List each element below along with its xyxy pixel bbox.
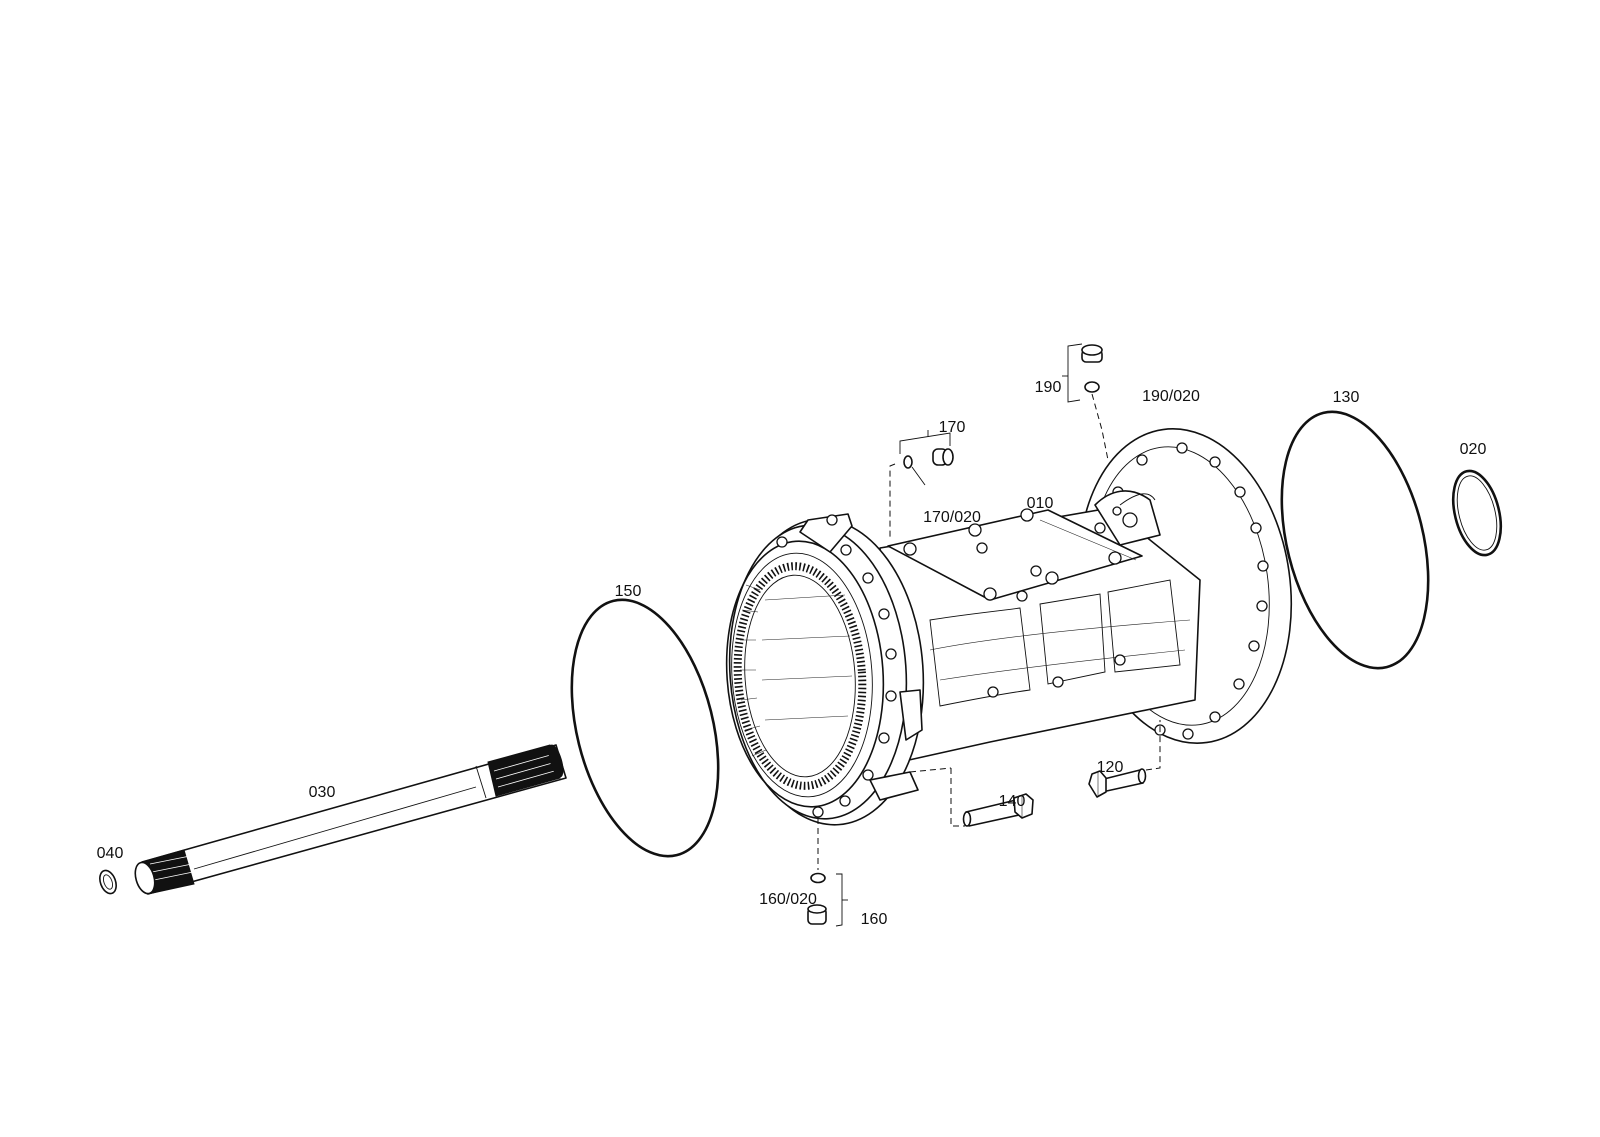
label-190-020: 190/020 bbox=[1142, 388, 1200, 405]
part-040-washer bbox=[99, 869, 117, 895]
part-010-axle-housing bbox=[725, 428, 1293, 826]
part-030-axle-shaft bbox=[134, 744, 567, 895]
part-number-labels: 010 020 030 040 120 130 140 150 160 160/… bbox=[97, 379, 1487, 928]
label-020: 020 bbox=[1460, 441, 1487, 458]
ring-gear-teeth bbox=[733, 562, 867, 790]
part-150-o-ring bbox=[570, 598, 720, 858]
shaft-right-spline bbox=[487, 744, 561, 797]
part-120-hex-bolt bbox=[1088, 720, 1161, 798]
label-140: 140 bbox=[999, 793, 1026, 810]
label-010: 010 bbox=[1027, 495, 1054, 512]
label-160: 160 bbox=[861, 911, 888, 928]
part-140-hex-bolt bbox=[909, 767, 1034, 827]
part-160-plug bbox=[807, 818, 848, 927]
label-030: 030 bbox=[309, 784, 336, 801]
part-130-o-ring bbox=[1280, 410, 1430, 670]
label-190: 190 bbox=[1035, 379, 1062, 396]
label-120: 120 bbox=[1097, 759, 1124, 776]
label-170-020: 170/020 bbox=[923, 509, 981, 526]
part-190-breather bbox=[1062, 343, 1109, 461]
label-040: 040 bbox=[97, 845, 124, 862]
label-170: 170 bbox=[939, 419, 966, 436]
label-130: 130 bbox=[1333, 389, 1360, 406]
housing-tube-body bbox=[879, 490, 1201, 763]
label-160-020: 160/020 bbox=[759, 891, 817, 908]
part-020-seal-ring bbox=[1451, 469, 1503, 557]
part-170-plug bbox=[889, 430, 954, 540]
label-150: 150 bbox=[615, 583, 642, 600]
housing-left-flange bbox=[725, 513, 925, 826]
